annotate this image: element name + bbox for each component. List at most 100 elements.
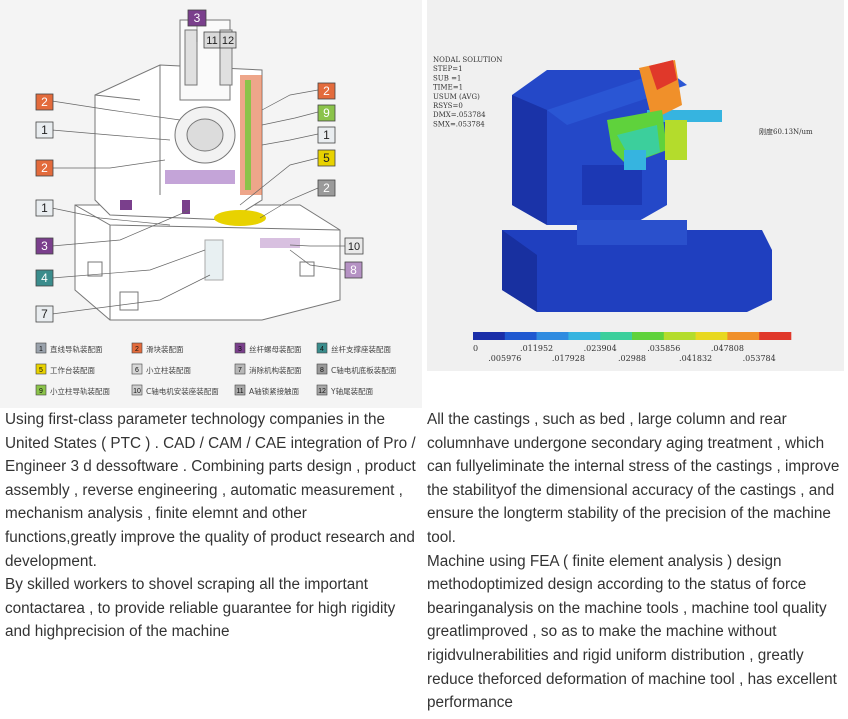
legend-label: Y轴尾装配面 <box>330 386 374 396</box>
fea-header-line: SUB =1 <box>433 74 461 82</box>
scale-tick-bottom: .005976 <box>488 354 521 363</box>
svg-text:3: 3 <box>41 239 48 253</box>
castings-paragraph: All the castings , such as bed , large c… <box>427 411 840 546</box>
callout-2-r1: 2 <box>317 82 336 100</box>
svg-text:5: 5 <box>323 151 330 165</box>
left-paragraph-block: Using first-class parameter technology c… <box>5 408 417 644</box>
stiffness-label: 刚度60.13N/um <box>759 127 813 136</box>
scraping-paragraph: By skilled workers to shovel scraping al… <box>5 576 396 641</box>
legend-label: 消除机构装配面 <box>249 365 302 375</box>
machine-drawing <box>74 19 341 321</box>
legend-num: 4 <box>320 346 324 353</box>
legend-label: 丝杆支撑座装配面 <box>331 344 391 354</box>
svg-text:7: 7 <box>41 307 48 321</box>
legend-item: 11 A轴锁紧接触面 <box>234 384 300 396</box>
callout-2-l2: 2 <box>35 159 54 177</box>
svg-text:9: 9 <box>323 106 330 120</box>
scale-segment <box>632 332 665 340</box>
callout-2-r2: 2 <box>317 179 336 197</box>
fea-header-line: SMX=.053784 <box>433 120 485 128</box>
scale-tick-top: .047808 <box>711 344 744 353</box>
scale-segment <box>536 332 569 340</box>
callout-7: 7 <box>35 305 54 323</box>
scale-tick-bottom: .02988 <box>618 354 646 363</box>
legend-num: 2 <box>135 346 139 353</box>
svg-text:8: 8 <box>350 263 357 277</box>
scale-tick-top: .023904 <box>584 344 617 353</box>
legend-swatch <box>35 384 47 396</box>
fea-header-line: TIME=1 <box>433 84 463 92</box>
legend-num: 9 <box>39 388 43 395</box>
legend-swatch <box>316 384 328 396</box>
legend-label: A轴锁紧接触面 <box>249 386 300 396</box>
scale-tick-top: 0 <box>473 344 478 353</box>
leader-lines <box>51 26 346 315</box>
svg-text:1: 1 <box>41 123 48 137</box>
legend-swatch <box>131 363 143 375</box>
scale-tick-bottom: .041832 <box>679 354 712 363</box>
right-paragraph-block: All the castings , such as bed , large c… <box>427 408 843 715</box>
svg-text:2: 2 <box>41 161 48 175</box>
svg-text:10: 10 <box>348 241 360 253</box>
legend-num: 12 <box>318 388 326 395</box>
scale-segment <box>504 332 537 340</box>
svg-text:1: 1 <box>323 128 330 142</box>
legend-item: 10 C轴电机安装座装配面 <box>131 384 219 396</box>
scale-tick-top: .035856 <box>647 344 680 353</box>
legend-num: 10 <box>133 388 141 395</box>
fea-color-scale: 0 .011952 .023904 .035856 .047808 .005976 .017… <box>473 332 792 363</box>
legend-swatch <box>234 384 246 396</box>
legend-num: 5 <box>39 367 43 374</box>
svg-text:3: 3 <box>194 11 201 25</box>
ptc-design-paragraph: Using first-class parameter technology c… <box>5 411 416 570</box>
legend-swatch <box>316 363 328 375</box>
scale-tick-bottom: .053784 <box>743 354 776 363</box>
legend-num: 11 <box>236 388 243 395</box>
legend-label: 滑块装配面 <box>146 344 184 354</box>
legend-num: 7 <box>238 367 242 374</box>
legend-label: C轴电机安装座装配面 <box>146 386 219 396</box>
scale-segment <box>759 332 792 340</box>
svg-text:2: 2 <box>41 95 48 109</box>
fea-model <box>502 60 772 312</box>
fea-header-line: DMX=.053784 <box>433 111 486 119</box>
callout-8: 8 <box>344 261 363 279</box>
callout-2-l1: 2 <box>35 93 54 111</box>
callout-3-top: 3 <box>187 9 207 27</box>
legend-label: 小立柱装配面 <box>146 365 191 375</box>
legend-label: 直线导轨装配面 <box>50 344 103 354</box>
legend-item: 2 滑块装配面 <box>131 342 184 354</box>
svg-text:1: 1 <box>41 201 48 215</box>
legend-item: 12 Y轴尾装配面 <box>316 384 374 396</box>
legend-item: 7 消除机构装配面 <box>234 363 302 375</box>
fea-paragraph: Machine using FEA ( finite element analy… <box>427 552 837 712</box>
callout-boxes: 3 11 12 2 2 1 9 1 1 5 2 2 3 10 4 8 7 <box>35 9 364 323</box>
callout-3-left: 3 <box>35 237 54 255</box>
scale-segment <box>600 332 633 340</box>
legend-label: C轴电机底板装配面 <box>331 365 397 375</box>
legend-swatch <box>35 342 47 354</box>
svg-text:2: 2 <box>323 84 330 98</box>
callout-1-l1: 1 <box>35 121 54 139</box>
fea-header-line: NODAL SOLUTION <box>433 56 502 64</box>
svg-text:11: 11 <box>206 35 217 47</box>
callout-12: 12 <box>219 31 237 49</box>
scale-segment <box>473 332 506 340</box>
svg-text:12: 12 <box>222 35 234 47</box>
svg-text:4: 4 <box>41 271 48 285</box>
scale-tick-bottom: .017928 <box>552 354 585 363</box>
callout-4: 4 <box>35 269 54 287</box>
scale-tick-top: .011952 <box>520 344 553 353</box>
fea-header-line: USUM (AVG) <box>433 93 480 101</box>
scale-segment <box>727 332 760 340</box>
legend-label: 丝杆螺母装配面 <box>249 344 302 354</box>
